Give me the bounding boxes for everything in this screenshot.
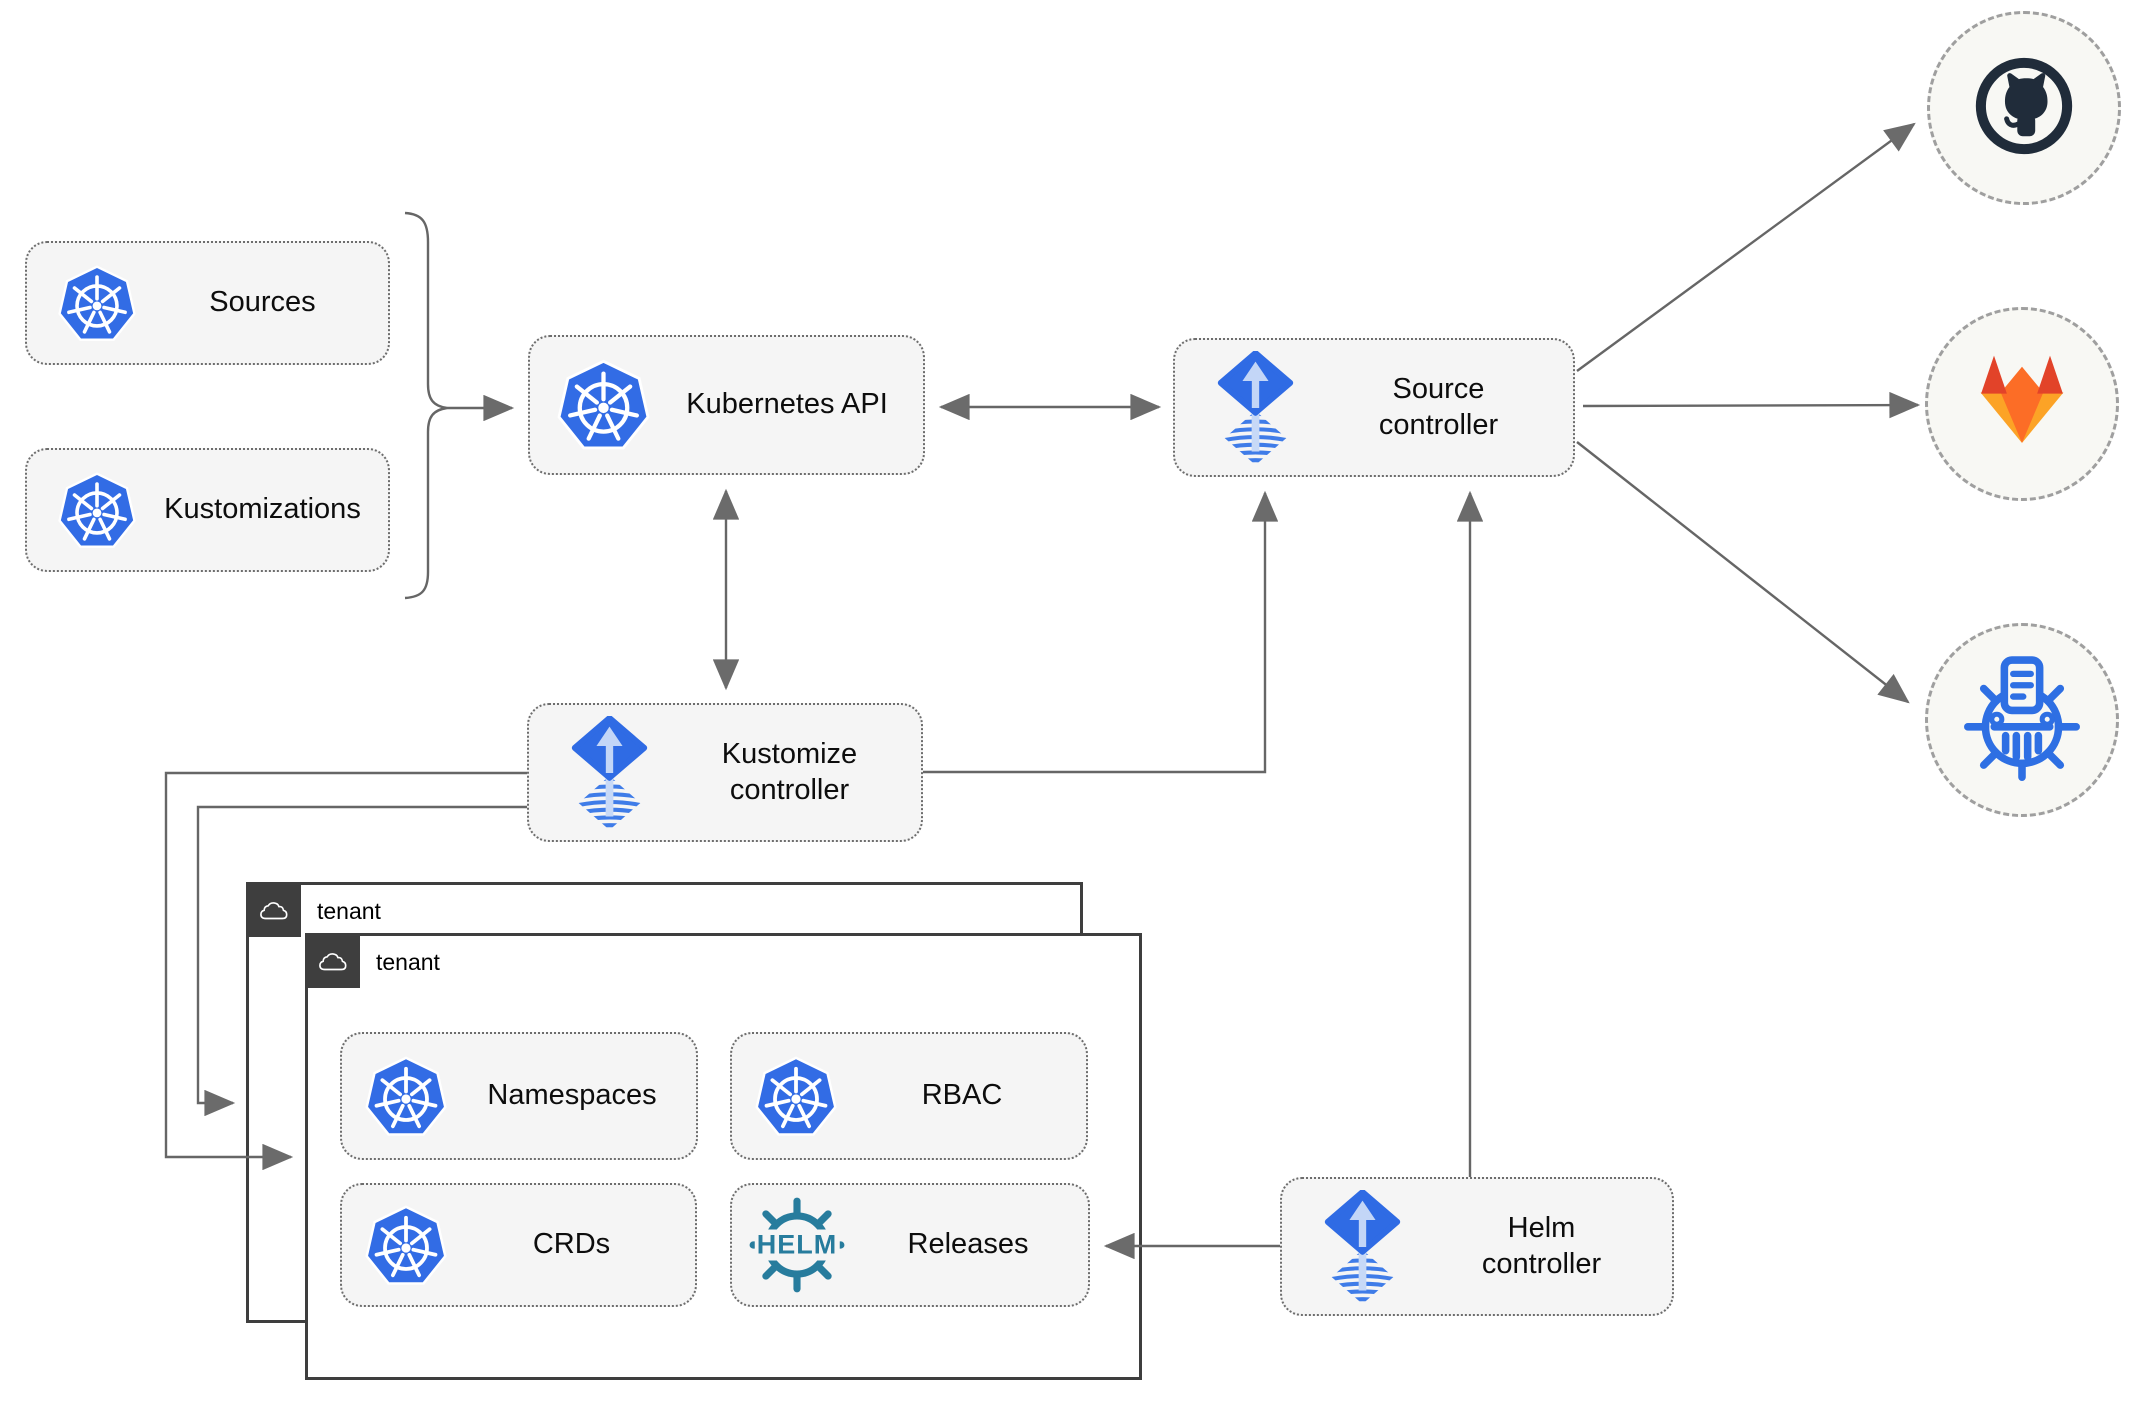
node-sources: Sources <box>25 241 390 365</box>
node-crds: CRDs <box>340 1183 697 1307</box>
node-source-controller: Source controller <box>1173 338 1575 477</box>
helm-icon: HELM <box>746 1194 848 1296</box>
flux-icon <box>561 716 658 830</box>
source-controller-label: Source controller <box>1378 373 1499 441</box>
cloud-icon <box>246 882 301 937</box>
kustomize-controller-label: Kustomize controller <box>721 738 858 806</box>
flux-icon <box>1314 1190 1411 1304</box>
kubernetes-icon <box>364 1055 448 1137</box>
arrow-source-to-helm-repository <box>1576 441 1910 704</box>
kubernetes-icon <box>364 1204 448 1286</box>
kubernetes-icon <box>754 1055 838 1137</box>
arrow-source-to-github <box>1576 122 1916 372</box>
node-kubernetes-api: Kubernetes API <box>528 335 925 475</box>
tenant-front-label: tenant <box>376 949 440 975</box>
tenant-back-label: tenant <box>317 898 381 924</box>
kustomizations-label: Kustomizations <box>164 493 361 526</box>
flux-icon <box>1207 351 1304 465</box>
chartmuseum-icon <box>1959 655 2085 786</box>
helm-repository-endpoint <box>1925 623 2119 817</box>
cloud-icon <box>305 933 360 988</box>
releases-label: Releases <box>907 1228 1029 1261</box>
node-releases: HELM Releases <box>730 1183 1090 1307</box>
kubernetes-icon <box>556 359 651 451</box>
node-namespaces: Namespaces <box>340 1032 698 1160</box>
node-rbac: RBAC <box>730 1032 1088 1160</box>
sources-label: Sources <box>209 286 316 319</box>
brace-sources-kustomizations <box>404 211 448 600</box>
rbac-label: RBAC <box>921 1079 1003 1112</box>
gitlab-icon <box>1966 352 2078 456</box>
helm-controller-label: Helm controller <box>1481 1212 1602 1280</box>
github-endpoint <box>1927 11 2121 205</box>
gitlab-endpoint <box>1925 307 2119 501</box>
arrow-source-to-gitlab <box>1582 391 1921 419</box>
crds-label: CRDs <box>532 1228 611 1261</box>
node-kustomizations: Kustomizations <box>25 448 390 572</box>
namespaces-label: Namespaces <box>487 1079 657 1112</box>
helm-logo-text: HELM <box>754 1229 840 1261</box>
node-helm-controller: Helm controller <box>1280 1177 1674 1316</box>
node-kustomize-controller: Kustomize controller <box>527 703 923 842</box>
arrow-kustomize-to-source-controller <box>923 490 1279 774</box>
kubernetes-icon <box>57 264 137 342</box>
kubernetes-api-label: Kubernetes API <box>686 388 888 421</box>
github-icon <box>1968 50 2080 167</box>
kubernetes-icon <box>57 471 137 549</box>
